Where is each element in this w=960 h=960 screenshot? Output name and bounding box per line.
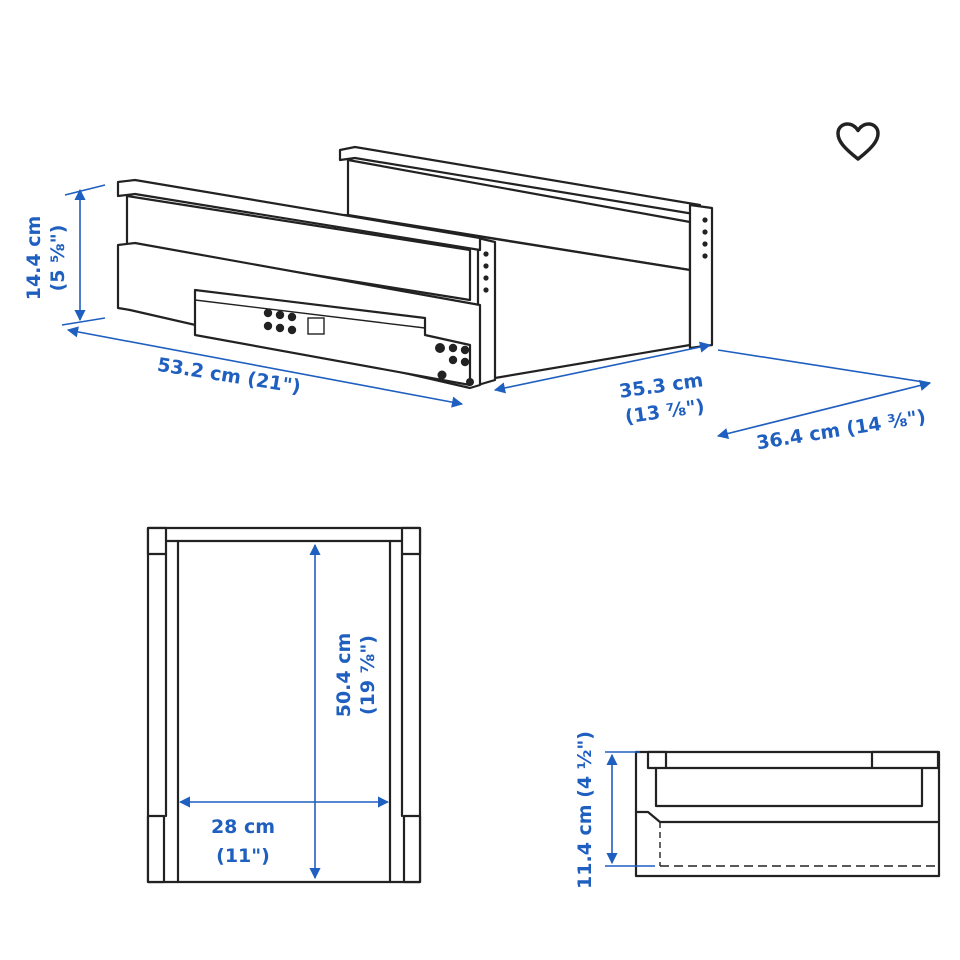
- dim-depth-inner: 50.4 cm (19 ⅞"): [333, 633, 379, 718]
- drawer-side-view: [634, 750, 941, 878]
- dim-width-top-metric: 28 cm: [211, 816, 275, 838]
- dim-width-top-imperial: (11"): [216, 845, 270, 867]
- dim-width-outer: 36.4 cm (14 ⅜"): [755, 406, 928, 455]
- dim-height-total: 14.4 cm (5 ⅝"): [23, 216, 69, 301]
- favorite-heart-icon[interactable]: [834, 120, 882, 164]
- dim-depth-inner-metric: 50.4 cm: [333, 633, 355, 718]
- dim-height-total-metric: 14.4 cm: [23, 216, 45, 301]
- drawer-isometric-view: [116, 145, 714, 390]
- drawer-top-view: [146, 526, 422, 884]
- dim-width-inner: 35.3 cm (13 ⅞"): [618, 369, 706, 428]
- dim-height-inner: 11.4 cm (4 ½"): [574, 731, 596, 889]
- heart-outline-icon: [836, 122, 880, 161]
- dim-height-total-imperial: (5 ⅝"): [47, 225, 69, 292]
- dim-depth-inner-imperial: (19 ⅞"): [357, 635, 379, 715]
